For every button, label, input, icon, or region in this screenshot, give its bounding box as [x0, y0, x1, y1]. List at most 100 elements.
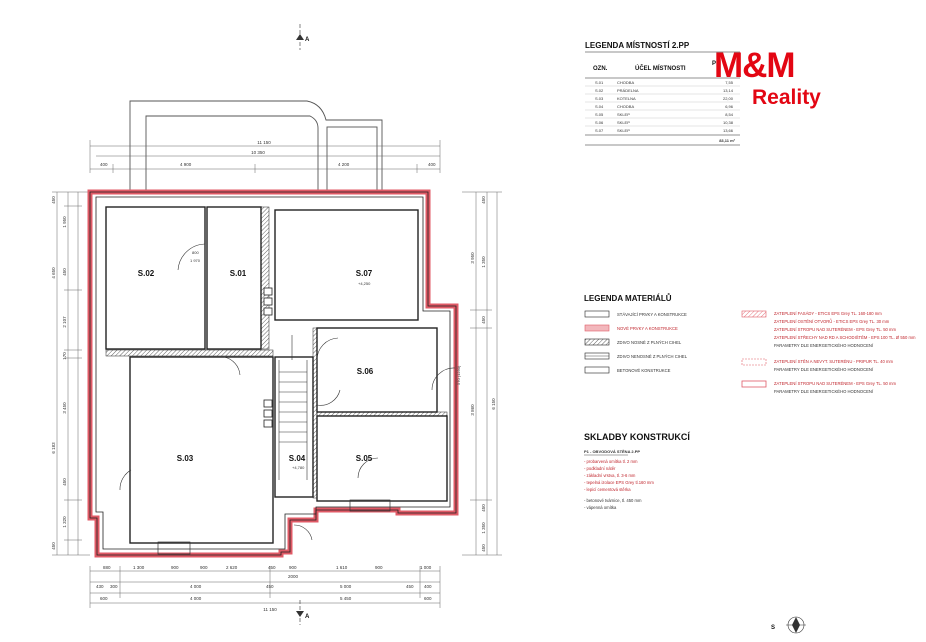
svg-text:SKLEP: SKLEP — [617, 128, 630, 133]
dim-top-0: 400 — [100, 162, 108, 167]
dim-left-0: 450 — [51, 196, 56, 204]
constructions-subtitle: P1 - OBVODOVÁ STĚNA 2.PP — [584, 449, 640, 454]
door-label-height: 1 970 — [190, 258, 201, 263]
door-label-window: 570 (1250) — [456, 365, 461, 385]
dim-bottom2-4: 2000 — [288, 574, 299, 579]
dim-left-8: 450 — [62, 478, 67, 486]
svg-text:S.02: S.02 — [595, 88, 604, 93]
material-legend-item: ZDIVO NENOSNÉ Z PLNÝCH CIHEL — [584, 352, 688, 360]
dim-left-5: 170 — [62, 352, 67, 360]
svg-text:13,66: 13,66 — [723, 128, 734, 133]
brand-logo: M&M Reality — [712, 48, 824, 114]
dim-top-sub: 10 350 — [251, 150, 265, 155]
terrace-outline — [129, 100, 383, 192]
room-label-s05: S.05 — [356, 454, 373, 463]
constructions-item: - podkladní nátěr — [584, 466, 616, 471]
dim-bottom-total: 11 150 — [263, 607, 277, 612]
section-mark-top: A — [296, 24, 310, 50]
svg-text:S.07: S.07 — [595, 128, 604, 133]
room-legend-col-purpose: ÚČEL MÍSTNOSTI — [635, 64, 686, 72]
wall-hatch — [105, 206, 448, 499]
dim-top-2: 4 200 — [338, 162, 350, 167]
door-label-width: 800 — [192, 250, 199, 255]
room-legend-col-area: P — [712, 61, 716, 67]
dim-bottom1-4: 2 620 — [226, 565, 238, 570]
dim-bottom3-2: 5 450 — [340, 596, 352, 601]
dim-left-3: 450 — [62, 268, 67, 276]
dim-left-9: 1 320 — [62, 516, 67, 528]
dim-bottom2-2: 4 000 — [190, 584, 202, 589]
svg-text:PARAMETRY DLE ENERGETICKÉHO HO: PARAMETRY DLE ENERGETICKÉHO HODNOCENÍ — [774, 367, 874, 372]
room-legend-row: S.06 SKLEP 10,38 — [585, 120, 740, 127]
svg-text:22,00: 22,00 — [723, 96, 734, 101]
svg-text:KOTELNA: KOTELNA — [617, 96, 636, 101]
dim-left-4: 2 107 — [62, 316, 67, 328]
room-legend-row: S.02 PRÁDELNA 13,14 — [585, 88, 740, 95]
dim-bottom1-5: 450 — [268, 565, 276, 570]
dim-right-7: 1 350 — [481, 522, 486, 534]
dim-right-4: 3 860 — [470, 404, 475, 416]
section-mark-bottom-label: A — [305, 614, 310, 620]
dim-bottom2-7: 400 — [424, 584, 432, 589]
svg-text:ZATEPLENÍ STROPU NAD SUTERÉNEM: ZATEPLENÍ STROPU NAD SUTERÉNEM - EPS Gre… — [774, 381, 897, 386]
room-legend-row: S.05 SKLEP 8,54 — [585, 112, 740, 119]
constructions: SKLADBY KONSTRUKCÍ P1 - OBVODOVÁ STĚNA 2… — [584, 432, 690, 510]
dim-bottom2-1: 300 — [110, 584, 118, 589]
material-legend: LEGENDA MATERIÁLŮ STÁVAJÍCÍ PRVKY A KONS… — [584, 293, 916, 394]
svg-text:S.06: S.06 — [595, 120, 604, 125]
room-legend-row: S.03 KOTELNA 22,00 — [585, 96, 740, 103]
svg-text:ZATEPLENÍ STROPU NAD SUTERÉNEM: ZATEPLENÍ STROPU NAD SUTERÉNEM - EPS Gre… — [774, 327, 897, 332]
constructions-title: SKLADBY KONSTRUKCÍ — [584, 432, 690, 442]
svg-text:STÁVAJÍCÍ PRVKY A KONSTRUKCE: STÁVAJÍCÍ PRVKY A KONSTRUKCE — [617, 312, 687, 317]
dim-bottom1-6: 900 — [289, 565, 297, 570]
room-level-s07: +4,250 — [358, 281, 371, 286]
dim-top-total: 11 150 — [257, 140, 271, 145]
dim-bottom1-8: 900 — [375, 565, 383, 570]
dim-bottom1-2: 900 — [171, 565, 179, 570]
dim-bottom2-3: 450 — [266, 584, 274, 589]
right-dimensions — [462, 191, 502, 556]
corner-mark-label: S — [771, 625, 775, 631]
room-legend-row: S.01 CHODBA 7,55 — [585, 80, 740, 87]
dim-right-5: 6 150 — [491, 398, 496, 410]
svg-text:ZATEPLENÍ STŘECHY NAD RD A SCH: ZATEPLENÍ STŘECHY NAD RD A SCHODIŠTĚM - … — [774, 335, 916, 340]
door-swings — [119, 243, 456, 541]
constructions-item: - lepicí cementová stěrka — [584, 487, 631, 492]
svg-text:S.05: S.05 — [595, 112, 604, 117]
dim-left-7: 6 183 — [51, 442, 56, 454]
svg-text:S.01: S.01 — [595, 80, 604, 85]
svg-text:ZATEPLENÍ STĚN A NEVYT. SUTERÉ: ZATEPLENÍ STĚN A NEVYT. SUTERÉNU - PRIPU… — [774, 359, 893, 364]
window-bottom — [157, 499, 391, 555]
material-legend-item: ZATEPLENÍ STROPU NAD SUTERÉNEM - EPS Gre… — [741, 380, 897, 394]
staircase — [278, 335, 308, 480]
dim-right-6: 450 — [481, 504, 486, 512]
room-label-s01: S.01 — [230, 269, 247, 278]
svg-text:ZATEPLENÍ FASÁDY - ETICS EPS G: ZATEPLENÍ FASÁDY - ETICS EPS Grey TL. 16… — [774, 311, 882, 316]
constructions-item: - tepelná izolace EPS Grey tl.160 mm — [584, 480, 654, 485]
dim-bottom1-0: 880 — [103, 565, 111, 570]
material-legend-item: ZATEPLENÍ STĚN A NEVYT. SUTERÉNU - PRIPU… — [741, 358, 893, 372]
constructions-item: - betonové tvárnice, tl. 450 mm — [584, 498, 642, 503]
exterior-wall — [87, 189, 459, 558]
svg-text:PRÁDELNA: PRÁDELNA — [617, 88, 639, 93]
material-legend-item: ZDIVO NOSNÉ Z PLNÝCH CIHEL — [584, 338, 682, 346]
svg-text:SKLEP: SKLEP — [617, 112, 630, 117]
top-dimensions — [89, 140, 441, 173]
dim-right-8: 450 — [481, 544, 486, 552]
dim-right-1: 3 950 — [470, 252, 475, 264]
svg-text:PARAMETRY DLE ENERGETICKÉHO HO: PARAMETRY DLE ENERGETICKÉHO HODNOCENÍ — [774, 343, 874, 348]
left-dimensions — [52, 191, 90, 556]
dim-bottom1-7: 1 610 — [336, 565, 348, 570]
bottom-dimensions — [89, 566, 441, 608]
constructions-item: - vápenná omítka — [584, 505, 617, 510]
room-legend-title: LEGENDA MÍSTNOSTÍ 2.PP — [585, 41, 690, 50]
svg-text:S.04: S.04 — [595, 104, 604, 109]
dim-bottom3-3: 600 — [424, 596, 432, 601]
room-label-s04: S.04 — [289, 454, 306, 463]
material-legend-item: BETONOVÉ KONSTRUKCE — [584, 366, 671, 374]
svg-text:CHODBA: CHODBA — [617, 104, 634, 109]
svg-text:13,14: 13,14 — [723, 88, 734, 93]
technical-boxes — [263, 287, 273, 428]
constructions-item: - základní vrstva, tl. 3-6 mm — [584, 473, 636, 478]
